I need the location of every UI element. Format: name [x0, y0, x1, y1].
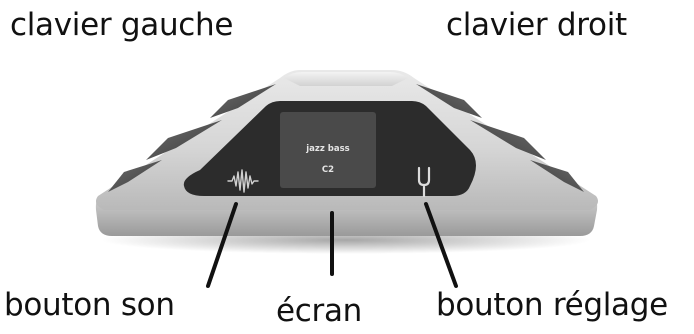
screen: [280, 112, 376, 188]
left-keyboard-label: clavier gauche: [10, 7, 234, 43]
right-keyboard-pad: [416, 84, 482, 118]
screen-label: écran: [276, 293, 363, 329]
screen-note: C2: [322, 165, 334, 175]
screen-preset-name: jazz bass: [305, 144, 349, 154]
right-keyboard: [416, 84, 584, 192]
tuning-fork-icon: [417, 166, 431, 198]
right-keyboard-pad: [530, 160, 584, 192]
left-keyboard-pad: [108, 160, 162, 192]
sound-button-pointer: [206, 202, 238, 288]
sound-button[interactable]: [227, 169, 259, 193]
right-keyboard-label: clavier droit: [446, 7, 627, 43]
settings-button-pointer: [424, 202, 458, 288]
waveform-icon: [227, 169, 259, 193]
left-keyboard: [108, 84, 276, 192]
settings-button-label: bouton réglage: [436, 287, 668, 323]
sound-button-label: bouton son: [4, 287, 175, 323]
settings-button[interactable]: [417, 166, 431, 198]
right-keyboard-pad: [470, 120, 546, 160]
left-keyboard-pad: [210, 84, 276, 118]
left-keyboard-pad: [146, 120, 222, 160]
device-top: [284, 72, 408, 86]
